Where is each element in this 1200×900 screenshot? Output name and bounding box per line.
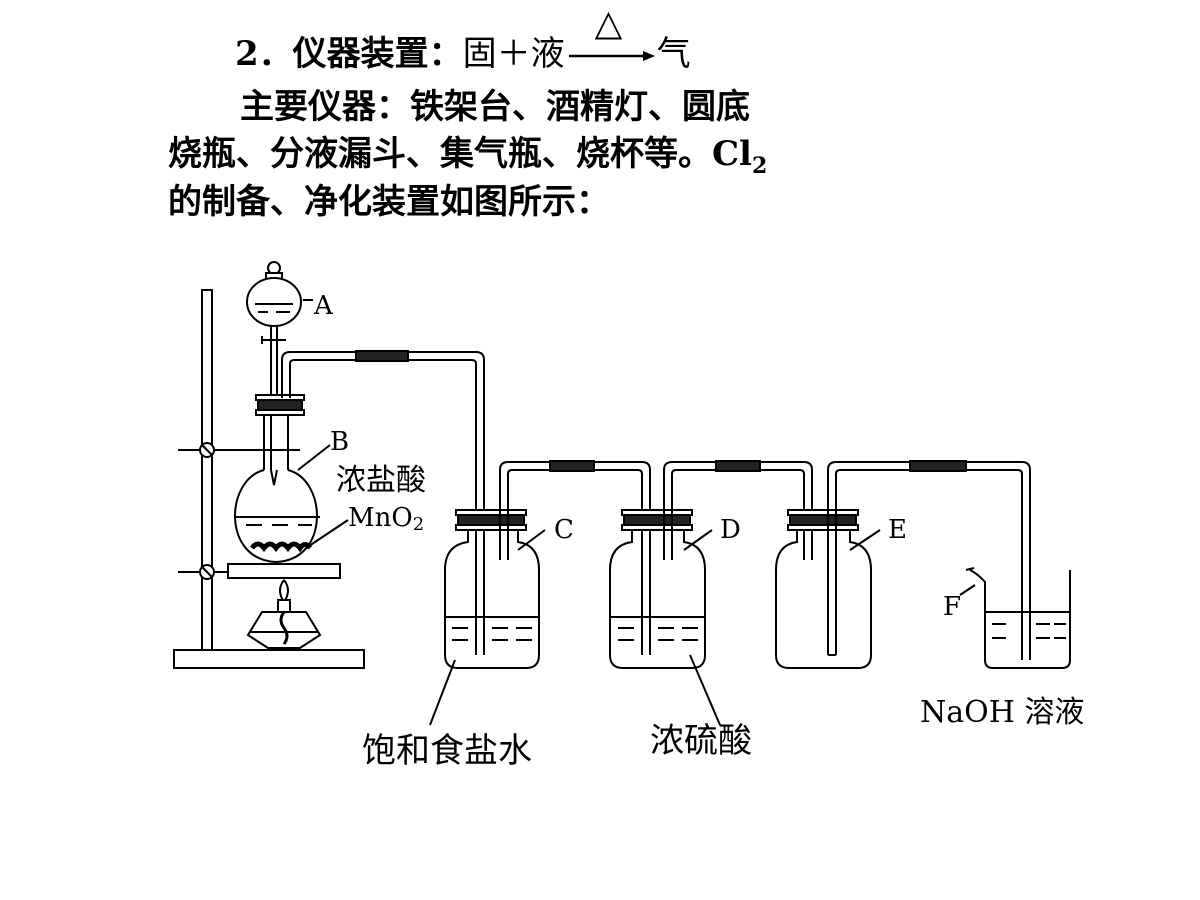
- label-f: F: [943, 592, 961, 622]
- reaction-reactants: 固＋液: [462, 34, 565, 74]
- arrow-icon: [568, 51, 655, 61]
- reagent-mno2-main: MnO: [348, 503, 413, 533]
- reagent-mno2-sub: 2: [413, 514, 424, 535]
- description-line-2: 烧瓶、分液漏斗、集气瓶、烧杯等。Cl2: [168, 132, 767, 188]
- chlorine-formula-subscript: 2: [751, 153, 768, 179]
- safety-bottle-e: [775, 509, 872, 669]
- heating-condition-symbol: △: [594, 3, 623, 44]
- reaction-product: 气: [656, 34, 691, 74]
- description-line-2-text: 烧瓶、分液漏斗、集气瓶、烧杯等。: [168, 134, 712, 174]
- reagent-naoh-solution: NaOH 溶液: [920, 695, 1084, 730]
- label-c: C: [554, 515, 574, 545]
- label-e: E: [888, 515, 907, 545]
- iron-stand: [173, 289, 365, 669]
- round-bottom-flask: [234, 415, 320, 564]
- label-a: A: [313, 291, 334, 321]
- heading-line: 2．仪器装置：固＋液 △ 气: [235, 3, 691, 76]
- description-line-1: 主要仪器：铁架台、酒精灯、圆底: [240, 87, 750, 127]
- label-d: D: [720, 515, 741, 545]
- reagent-saturated-brine: 饱和食盐水: [362, 731, 532, 771]
- wash-bottle-d: [609, 509, 706, 669]
- chlorine-formula: Cl: [712, 134, 752, 174]
- separatory-funnel: [246, 261, 302, 395]
- section-title: 仪器装置：: [292, 34, 463, 74]
- reagent-mno2: MnO2: [348, 503, 424, 535]
- reaction-arrow: △: [565, 3, 657, 76]
- reagent-conc-h2so4: 浓硫酸: [650, 721, 752, 761]
- alcohol-lamp: [246, 579, 322, 649]
- beaker-f: [965, 567, 1071, 669]
- wash-bottle-c: [444, 509, 540, 669]
- section-number: 2．: [235, 34, 293, 74]
- description-line-3: 的制备、净化装置如图所示：: [168, 182, 610, 222]
- label-b: B: [330, 427, 349, 457]
- reagent-conc-hcl: 浓盐酸: [336, 463, 426, 498]
